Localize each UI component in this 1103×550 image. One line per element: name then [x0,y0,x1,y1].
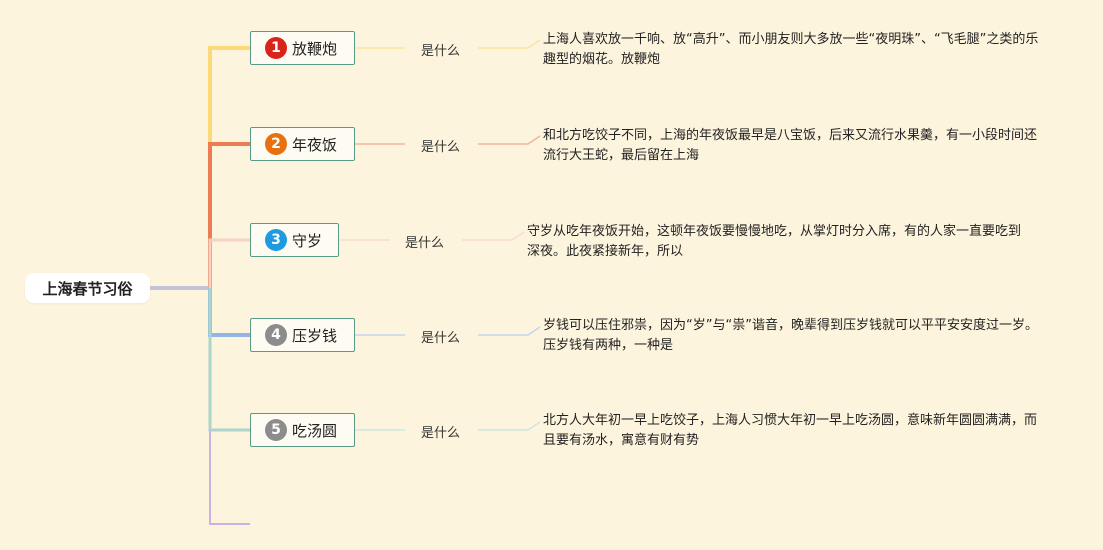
question-label-2[interactable]: 是什么 [421,140,461,155]
topic-node-1[interactable]: 1 放鞭炮 [250,31,355,65]
d-connector-1 [478,39,541,49]
description-4[interactable]: 岁钱可以压住邪祟，因为“岁”与“祟”谐音，晚辈得到压岁钱就可以平平安安度过一岁。… [543,318,1038,353]
connector-empty-branch [209,430,250,525]
connector-branch-1 [208,46,250,288]
description-2[interactable]: 和北方吃饺子不同，上海的年夜饭最早是八宝饭，后来又流行水果羹，有一小段时间还流行… [543,128,1038,163]
d-connector-3 [462,231,525,241]
number-badge-icon: 2 [265,133,287,155]
question-label-1[interactable]: 是什么 [421,44,461,59]
topic-label: 放鞭炮 [292,39,338,58]
description-3[interactable]: 守岁从吃年夜饭开始，这顿年夜饭要慢慢地吃，从掌灯时分入席，有的人家一直要吃到深夜… [527,224,1022,259]
topic-label: 守岁 [292,231,323,250]
description-1[interactable]: 上海人喜欢放一千响、放“高升”、而小朋友则大多放一些“夜明珠”、“飞毛腿”之类的… [543,32,1039,67]
topic-node-2[interactable]: 2 年夜饭 [250,127,355,161]
question-label-5[interactable]: 是什么 [421,426,461,441]
number-badge-icon: 1 [265,37,287,59]
connector-branch-3 [208,238,250,288]
connector-branch-4 [208,288,250,337]
root-label: 上海春节习俗 [42,279,133,298]
d-connector-2 [478,135,541,145]
question-label-4[interactable]: 是什么 [421,331,461,346]
topic-node-4[interactable]: 4 压岁钱 [250,318,355,352]
number-badge-icon: 5 [265,419,287,441]
root-node[interactable]: 上海春节习俗 [25,273,150,303]
connector-branch-5 [208,288,250,432]
number-badge-icon: 3 [265,229,287,251]
topic-label: 压岁钱 [292,326,338,345]
topic-node-5[interactable]: 5 吃汤圆 [250,413,355,447]
description-5[interactable]: 北方人大年初一早上吃饺子，上海人习惯大年初一早上吃汤圆，意味新年圆圆满满，而且要… [543,413,1038,448]
topic-label: 吃汤圆 [292,421,338,440]
d-connector-4 [478,326,541,336]
connector-branch-2 [208,142,250,288]
number-badge-icon: 4 [265,324,287,346]
question-label-3[interactable]: 是什么 [405,236,445,251]
topic-node-3[interactable]: 3 守岁 [250,223,339,257]
topic-label: 年夜饭 [292,135,338,154]
d-connector-5 [478,421,541,431]
